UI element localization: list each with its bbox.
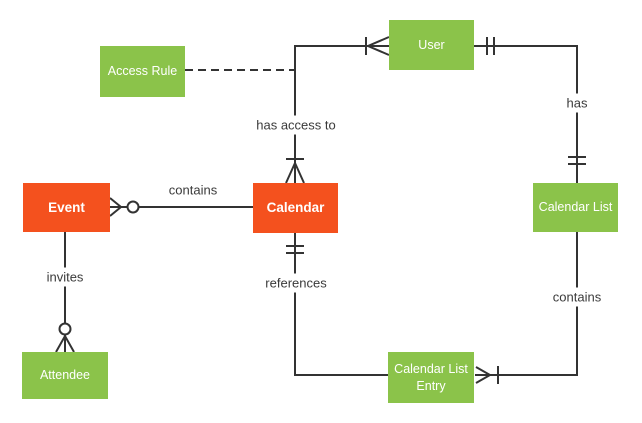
- relationship-label-contains-events: contains: [164, 180, 222, 200]
- entity-calendar-list[interactable]: Calendar List: [533, 183, 618, 232]
- entity-access-rule[interactable]: Access Rule: [100, 46, 185, 97]
- relationship-label-references: references: [261, 273, 331, 293]
- entity-user-label: User: [418, 37, 445, 52]
- crow-foot-many-attendee-icon: [55, 333, 75, 353]
- crow-foot-many-user-icon: [365, 36, 390, 56]
- entity-attendee[interactable]: Attendee: [22, 352, 108, 399]
- cardinality-zero-circle-attendee: [58, 322, 72, 336]
- entity-user[interactable]: User: [389, 20, 474, 70]
- relationship-label-contains-entries: contains: [548, 287, 606, 307]
- entity-calendar-list-label: Calendar List: [538, 200, 613, 215]
- crow-foot-many-calendar-icon: [285, 160, 305, 184]
- relationship-label-has: has: [562, 93, 592, 113]
- entity-calendar-list-entry-label: Calendar List Entry: [394, 362, 468, 393]
- entity-attendee-label: Attendee: [39, 368, 91, 383]
- connector-user-calendar-list: [474, 45, 578, 183]
- cardinality-zero-circle-event: [126, 200, 140, 214]
- relationship-label-invites: invites: [42, 267, 88, 287]
- crow-foot-many-event-icon: [109, 197, 123, 217]
- entity-event[interactable]: Event: [23, 183, 110, 232]
- connector-user-calendar: [294, 45, 389, 183]
- relationship-label-has-access-to: has access to: [252, 115, 340, 135]
- entity-access-rule-label: Access Rule: [107, 64, 178, 79]
- connector-calendar-list-entry: [475, 232, 578, 376]
- connector-calendar-entry: [294, 233, 388, 376]
- entity-calendar-list-entry[interactable]: Calendar List Entry: [388, 352, 474, 403]
- entity-calendar[interactable]: Calendar: [253, 183, 338, 233]
- entity-calendar-label: Calendar: [266, 200, 325, 216]
- entity-event-label: Event: [48, 199, 85, 215]
- crow-foot-many-entry-icon: [475, 366, 493, 384]
